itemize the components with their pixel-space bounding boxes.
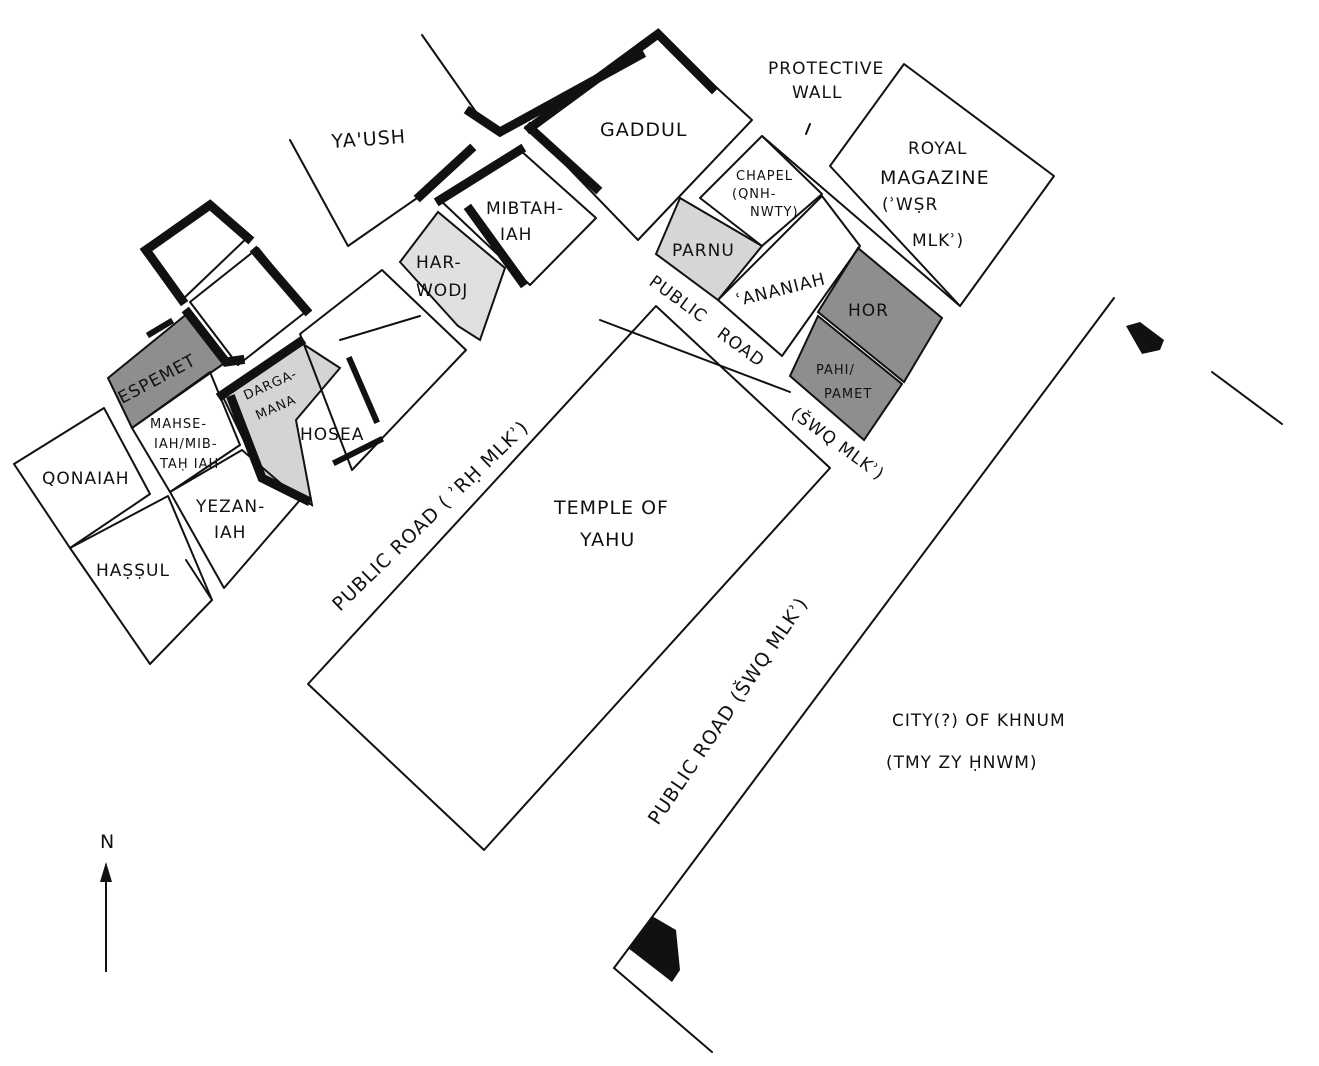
north-block-outline — [145, 204, 251, 301]
city-of-khnum-label: CITY(?) OF KHNUM — [892, 711, 1066, 731]
mibtahiah-wall — [433, 143, 527, 207]
north-arrow-icon — [100, 862, 112, 882]
mahseiah-label: MAHSE- — [150, 417, 207, 432]
yezaniah-label: YEZAN- — [195, 497, 265, 517]
north-label: N — [100, 831, 115, 853]
royal-magazine-outline — [829, 63, 1055, 307]
protective-wall-label: PROTECTIVE — [768, 59, 884, 79]
protective-wall-label-2: WALL — [792, 83, 842, 103]
public-road-upper-edge — [761, 135, 961, 307]
north-block-wall-2 — [249, 245, 313, 317]
east-road-wall-far — [1211, 371, 1283, 425]
espemet-wall — [181, 306, 246, 367]
public-road-rh-label: PUBLIC ROAD ( ʾRḤ MLKʾ) — [328, 416, 533, 615]
public-road-upper-label-2: ROAD — [713, 324, 768, 372]
chapel-label: CHAPEL — [736, 169, 793, 184]
ananiah-label: ʿANANIAH — [734, 269, 827, 311]
dargamana-wall — [215, 335, 307, 402]
yaush-house-outline-2 — [289, 139, 421, 247]
royal-magazine-label-3: (ʾWṢR — [882, 195, 938, 215]
pamet-label: PAMET — [824, 387, 872, 402]
mibtahiah-label: MIBTAH- — [486, 199, 564, 219]
mahseiah-house-outline — [131, 371, 241, 493]
hosea-wall — [346, 356, 380, 424]
middle-houses-divider — [339, 315, 421, 341]
public-road-east-label: PUBLIC ROAD (ŠWQ MLKʾ) — [642, 592, 813, 829]
espemet-small-wall — [145, 317, 175, 339]
gaddul-wall-west — [523, 121, 603, 195]
hassul-label: HAṢṢUL — [96, 561, 170, 581]
public-road-shwq-edge — [599, 319, 791, 393]
harwodj-label: HAR- — [416, 253, 462, 273]
north-block-wall — [139, 199, 255, 257]
ananiah-house-outline — [717, 195, 861, 357]
east-road-wall-end — [613, 967, 713, 1053]
qonaiah-label: QONAIAH — [42, 469, 130, 489]
harwodj-house-fill — [398, 210, 507, 342]
east-wall-corner-blot — [1126, 322, 1164, 354]
protective-wall-line — [805, 123, 811, 135]
temple-label-2: YAHU — [579, 529, 635, 551]
hor-house-fill — [816, 246, 944, 384]
yaush-wall — [463, 48, 647, 138]
east-road-wall — [613, 297, 1115, 969]
royal-magazine-label-2: MAGAZINE — [880, 167, 990, 189]
yaush-wall-south — [413, 143, 477, 203]
hor-label: HOR — [848, 301, 889, 321]
mahseiah-label-3: TAḤ IAH — [159, 457, 219, 472]
royal-magazine-label: ROYAL — [908, 139, 967, 159]
yaush-house-outline — [421, 34, 477, 113]
dargamana-wall-west — [226, 394, 313, 507]
yaush-label: YA'USH — [330, 126, 407, 153]
qonaiah-house-outline — [13, 407, 151, 549]
harwodj-label-2: WODJ — [416, 281, 468, 301]
south-wall-corner-blot — [628, 916, 680, 982]
yezaniah-label-2: IAH — [214, 523, 246, 543]
pahi-pamet-house-fill — [788, 314, 904, 442]
pahi-label: PAHI/ — [816, 363, 855, 378]
yezaniah-side-line — [185, 559, 213, 601]
gaddul-label: GADDUL — [600, 119, 687, 141]
mibtahiah-label-2: IAH — [500, 225, 532, 245]
north-block-wall-west — [139, 243, 189, 307]
mahseiah-label-2: IAH/MIB- — [154, 437, 218, 452]
temple-label: TEMPLE OF — [553, 497, 669, 519]
hosea-label: HOSEA — [300, 425, 364, 445]
chapel-label-3: NWTY) — [750, 205, 799, 220]
middle-houses-outline — [299, 269, 467, 471]
chapel-label-2: (QNH- — [732, 187, 777, 202]
city-of-khnum-label-2: (TMY ZY ḤNWM) — [886, 753, 1038, 773]
mibtahiah-wall-inner — [463, 203, 529, 289]
gaddul-wall — [523, 28, 719, 135]
parnu-label: PARNU — [672, 241, 735, 261]
hosea-wall-south — [331, 435, 385, 467]
chapel-outline — [699, 135, 823, 247]
temple-of-yahu-outline — [307, 305, 831, 851]
royal-magazine-label-4: MLKʾ) — [912, 231, 964, 251]
